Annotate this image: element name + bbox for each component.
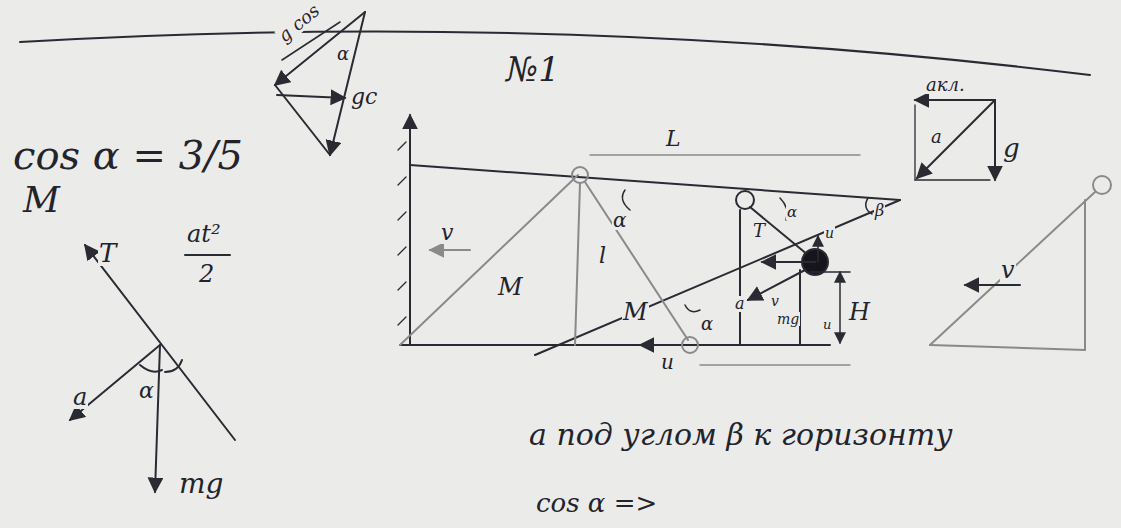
sketch-label: u bbox=[824, 226, 835, 240]
sketch-label: β bbox=[874, 203, 885, 219]
sketch-label: v bbox=[770, 294, 780, 308]
sketch-label: a bbox=[930, 128, 943, 146]
sketch-label: l bbox=[598, 245, 607, 267]
sketch-label: H bbox=[848, 300, 871, 324]
sketch-label: g cos bbox=[274, 0, 323, 46]
main-setup bbox=[398, 115, 900, 355]
sketch-label: gc bbox=[350, 86, 378, 108]
sketch-label: α bbox=[786, 205, 798, 220]
sketch-label: u bbox=[660, 352, 675, 372]
sketch-label: at² bbox=[186, 222, 222, 246]
sketch-label: M bbox=[22, 182, 61, 218]
sketch-label: T bbox=[98, 240, 117, 266]
velocity-arrow bbox=[965, 284, 1020, 286]
sketch-label: a bbox=[72, 385, 88, 409]
wedge-sketch bbox=[930, 176, 1111, 350]
sketch-label: v bbox=[440, 222, 454, 244]
sketch-label: a под углом β к горизонту bbox=[528, 420, 954, 450]
sketch-label: mg bbox=[776, 312, 800, 326]
initial-position bbox=[400, 155, 860, 365]
sketch-label: cos α => bbox=[535, 490, 658, 516]
sketch-label: aкл. bbox=[925, 76, 966, 94]
sketch-label: №1 bbox=[505, 52, 561, 86]
sketch-label: α bbox=[138, 380, 155, 402]
sketch-label: 2 bbox=[198, 262, 215, 286]
sketch-label: M bbox=[497, 275, 524, 299]
sketch-label: v bbox=[1000, 258, 1016, 282]
sketch-label: cos α = 3/5 bbox=[12, 135, 244, 175]
sketch-label: a bbox=[734, 296, 746, 312]
sketch-label: mg bbox=[178, 470, 224, 498]
sketch-label: α bbox=[336, 45, 350, 63]
sketch-label: α bbox=[612, 210, 628, 230]
sketch-label: u bbox=[822, 318, 832, 331]
free-body-diagram bbox=[70, 245, 235, 492]
sketch-label: α bbox=[700, 315, 714, 333]
acceleration-triangle bbox=[915, 100, 995, 180]
sketch-label: g bbox=[1002, 135, 1021, 161]
sketch-label: L bbox=[665, 128, 682, 150]
sketch-label: M bbox=[622, 300, 649, 324]
sketch-label: T bbox=[752, 222, 766, 240]
